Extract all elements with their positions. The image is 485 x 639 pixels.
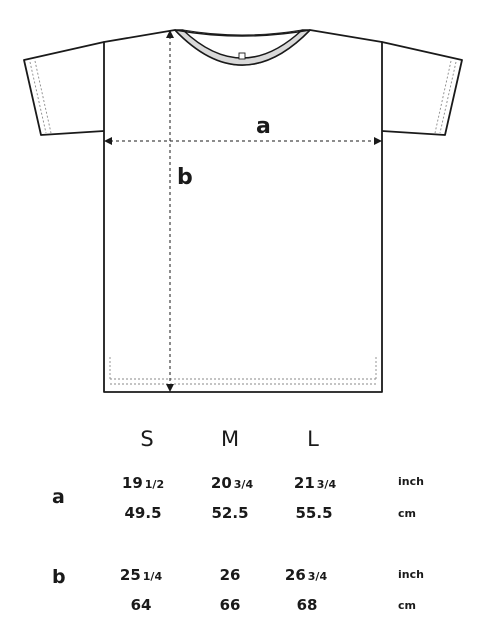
back-neckline (174, 29, 311, 37)
left-sleeve (23, 41, 105, 136)
row-a-cm-l: 55.5 (295, 504, 333, 522)
row-a-cm-s: 49.5 (124, 504, 162, 522)
tshirt-diagram (23, 29, 463, 393)
row-b-cm-l: 68 (296, 596, 318, 614)
row-a-cm-m: 52.5 (211, 504, 249, 522)
label-tag (238, 52, 246, 60)
inner-collar (182, 29, 303, 36)
size-header-m: M (220, 427, 240, 451)
right-sleeve-hem-stitch (434, 60, 457, 134)
row-a-cm-unit: cm (398, 507, 416, 520)
left-sleeve-hem-stitch (29, 60, 52, 134)
measurement-b-line (166, 30, 174, 392)
measurement-a-line (104, 137, 382, 145)
size-header-l: L (307, 427, 319, 451)
size-header-s: S (140, 427, 154, 451)
row-label-a: a (52, 486, 65, 508)
row-label-b: b (52, 566, 66, 588)
tshirt-body (103, 29, 383, 393)
row-b-inch-unit: inch (398, 568, 424, 581)
row-b-cm-m: 66 (219, 596, 241, 614)
row-b-cm-s: 64 (130, 596, 152, 614)
bottom-hem-stitch (109, 355, 377, 385)
dimension-b-label: b (177, 165, 193, 190)
row-b-inch-m: 26 (219, 566, 241, 584)
row-b-cm-unit: cm (398, 599, 416, 612)
dimension-a-label: a (256, 114, 271, 139)
right-sleeve (381, 41, 463, 136)
row-a-inch-unit: inch (398, 475, 424, 488)
